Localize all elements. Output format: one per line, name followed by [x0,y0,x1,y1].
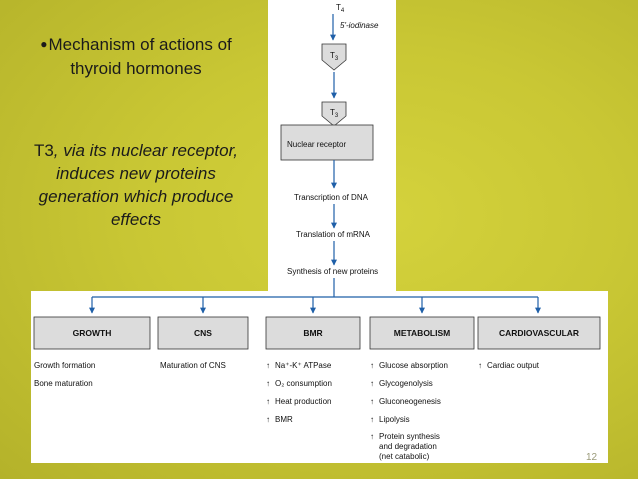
bmr-box [265,316,361,350]
growth-item-2: Bone maturation [34,379,93,388]
desc-line-4: effects [110,210,162,229]
growth-box [33,316,151,350]
cns-label: CNS [194,328,212,338]
step-translation: Translation of mRNA [296,230,371,239]
cardiovascular-box [477,316,601,350]
up-arrow-icon: ↑ [266,415,270,424]
page-number: 12 [586,452,598,463]
up-arrow-icon: ↑ [370,361,374,370]
nuclear-receptor-box [280,124,374,161]
t3-label-2: T3 [330,108,339,119]
t4-label: T4 [336,3,345,14]
desc-prefix: T3 [33,141,54,160]
desc-line-3: generation which produce [38,187,234,206]
bmr-item-4: BMR [275,415,293,424]
cns-item-1: Maturation of CNS [160,361,226,370]
step-transcription: Transcription of DNA [294,193,369,202]
cardiovascular-item-1: Cardiac output [487,361,540,370]
t3-label-1: T3 [330,51,339,62]
metabolism-item-5: Protein synthesis [379,432,440,441]
desc-line-1: , via its nuclear receptor, [53,141,239,160]
metabolism-item-3: Gluconeogenesis [379,397,441,406]
up-arrow-icon: ↑ [478,361,482,370]
title-line-2: thyroid hormones [70,59,202,78]
enzyme-label: 5'-iodinase [340,21,379,30]
up-arrow-icon: ↑ [266,361,270,370]
t3-shape-1 [321,43,347,71]
up-arrow-icon: ↑ [370,379,374,388]
growth-label: GROWTH [73,328,112,338]
metabolism-label: METABOLISM [394,328,451,338]
metabolism-item-7: (net catabolic) [379,452,430,461]
slide-title: ●Mechanism of actions of thyroid hormone… [0,32,272,81]
description: T3, via its nuclear receptor, induces ne… [0,139,272,231]
bmr-item-3: Heat production [275,397,331,406]
metabolism-item-6: and degradation [379,442,437,451]
bmr-item-2: O₂ consumption [275,379,332,388]
up-arrow-icon: ↑ [266,397,270,406]
metabolism-box [369,316,475,350]
title-line-1: Mechanism of actions of [48,35,232,54]
metabolism-item-1: Glucose absorption [379,361,448,370]
step-synthesis: Synthesis of new proteins [287,267,378,276]
bmr-label: BMR [303,328,322,338]
t3-shape-2 [321,101,347,127]
up-arrow-icon: ↑ [266,379,270,388]
metabolism-item-4: Lipolysis [379,415,410,424]
up-arrow-icon: ↑ [370,397,374,406]
up-arrow-icon: ↑ [370,415,374,424]
nuclear-receptor-label: Nuclear receptor [287,140,346,149]
growth-item-1: Growth formation [34,361,95,370]
bullet-icon: ● [40,37,48,51]
up-arrow-icon: ↑ [370,432,374,441]
cardiovascular-label: CARDIOVASCULAR [499,328,579,338]
cns-box [157,316,249,350]
desc-line-2: induces new proteins [56,164,216,183]
metabolism-item-2: Glycogenolysis [379,379,433,388]
bmr-item-1: Na⁺-K⁺ ATPase [275,361,332,370]
